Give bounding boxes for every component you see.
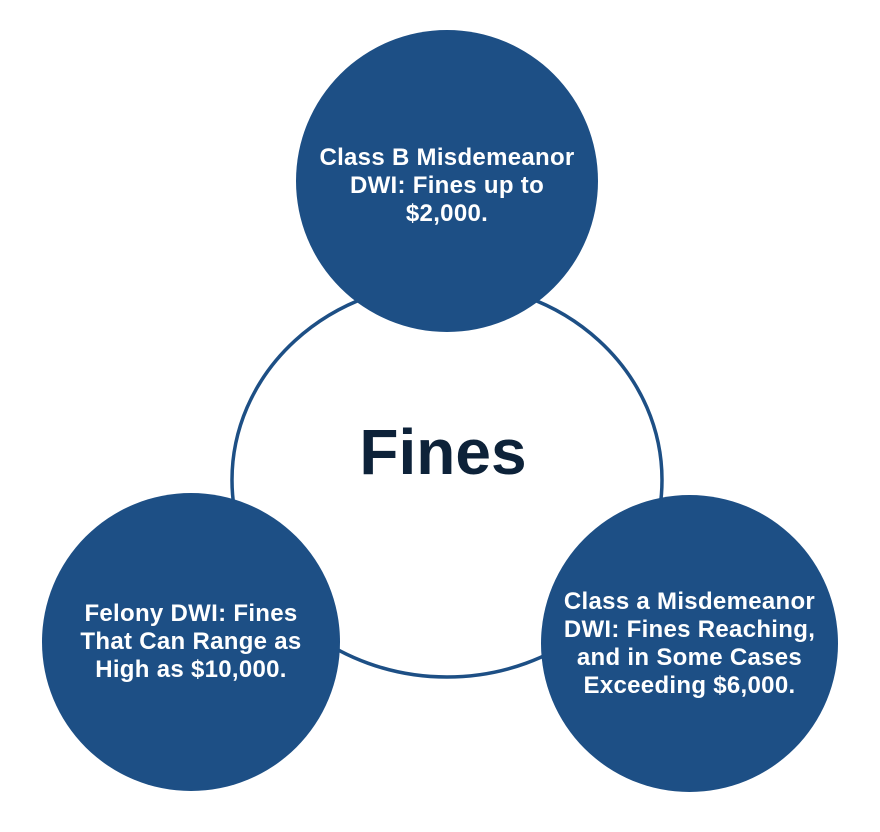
node-class-a-misdemeanor-label: Class a Misdemeanor DWI: Fines Reaching,…: [563, 587, 816, 699]
node-class-b-misdemeanor-label: Class B Misdemeanor DWI: Fines up to $2,…: [319, 144, 575, 227]
node-class-b-misdemeanor: Class B Misdemeanor DWI: Fines up to $2,…: [296, 30, 598, 332]
node-felony-dwi: Felony DWI: Fines That Can Range as High…: [42, 493, 340, 791]
node-class-a-misdemeanor: Class a Misdemeanor DWI: Fines Reaching,…: [541, 495, 838, 792]
diagram-center-title: Fines: [359, 416, 527, 488]
node-felony-dwi-label: Felony DWI: Fines That Can Range as High…: [80, 600, 302, 683]
